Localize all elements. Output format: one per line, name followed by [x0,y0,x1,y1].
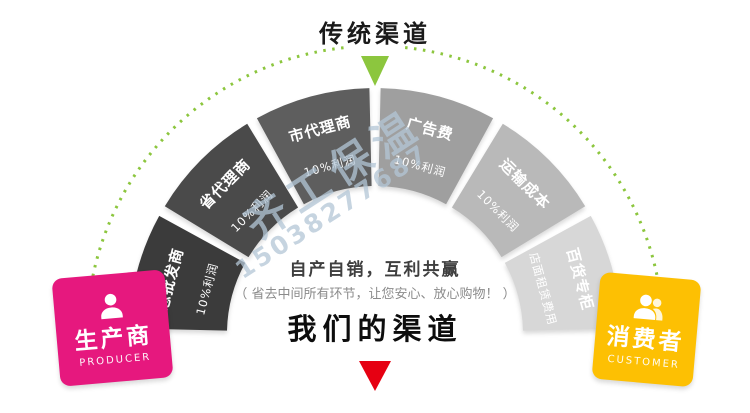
arch-segment-5 [504,215,621,331]
green-arrow-down-icon [361,56,389,86]
customer-box: 消费者 CUSTOMER [591,271,702,388]
arch-segment-1 [164,123,299,258]
producer-box: 生产商 PRODUCER [51,269,174,387]
person-icon [92,289,129,326]
customer-sublabel: CUSTOMER [607,353,681,371]
red-arrow-down-icon [359,361,391,391]
dashed-arc-left [88,46,346,295]
customer-label: 消费者 [605,323,686,357]
arch-segment-4 [451,123,586,258]
dashed-route-arcs [88,46,662,295]
arch-segment-3 [378,88,494,205]
producer-label: 生产商 [73,322,154,356]
traditional-channel-title: 传统渠道 [319,20,431,48]
center-note: （ 省去中间所有环节，让您安心、放心购物！ ） [234,287,516,302]
our-channel-title: 我们的渠道 [287,312,463,346]
dashed-arc-right [404,46,662,295]
center-slogan: 自产自销，互利共赢 [289,260,461,280]
producer-sublabel: PRODUCER [78,351,152,370]
arch-segment-2 [256,88,372,205]
person-icon [630,290,667,327]
